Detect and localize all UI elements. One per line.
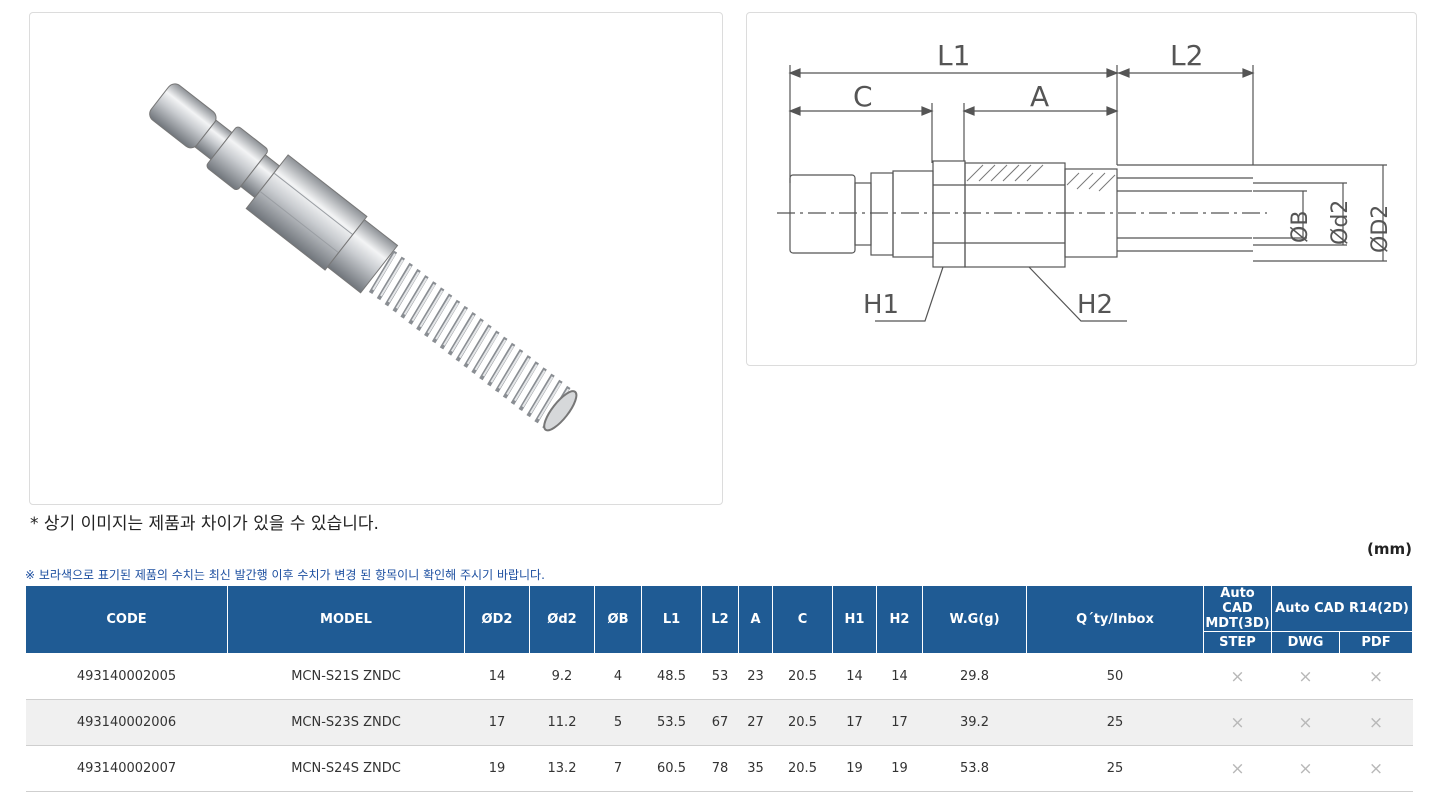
cell-wg: 53.8 [922,745,1027,792]
cell-qty: 25 [1026,745,1204,792]
cell-H1: 19 [832,745,877,792]
cell-d2: 11.2 [529,699,595,746]
cell-H2: 17 [876,699,923,746]
label-L1: L1 [937,39,970,72]
unit-label: (mm) [1367,540,1412,558]
download-dwg-cell[interactable]: × [1271,745,1340,792]
header-code: CODE [25,585,228,654]
download-pdf-cell[interactable]: × [1339,699,1413,746]
cell-B: 4 [594,653,642,700]
header-A: A [738,585,773,654]
header-D2: ØD2 [464,585,530,654]
header-dwg: DWG [1271,631,1340,654]
unavailable-x-icon[interactable]: × [1298,666,1313,687]
header-cad-3d: Auto CAD MDT(3D) [1203,585,1272,632]
cell-H1: 17 [832,699,877,746]
label-diameter-D2: ØD2 [1368,205,1393,253]
download-step-cell[interactable]: × [1203,653,1272,700]
cell-d2: 9.2 [529,653,595,700]
cell-L1: 48.5 [641,653,702,700]
header-C: C [772,585,833,654]
revision-notice: ※ 보라색으로 표기된 제품의 수치는 최신 발간행 이후 수치가 변경 된 항… [25,568,545,582]
header-pdf: PDF [1338,631,1414,654]
download-dwg-cell[interactable]: × [1271,699,1340,746]
cell-L1: 53.5 [641,699,702,746]
download-pdf-cell[interactable]: × [1339,745,1413,792]
header-B: ØB [594,585,642,654]
cell-H1: 14 [832,653,877,700]
unavailable-x-icon[interactable]: × [1368,666,1384,687]
product-photo-panel [29,12,723,505]
header-model: MODEL [227,585,465,654]
cell-C: 20.5 [772,745,833,792]
download-step-cell[interactable]: × [1203,745,1272,792]
cell-L2: 78 [701,745,739,792]
cell-H2: 14 [876,653,923,700]
header-cad-2d: Auto CAD R14(2D) [1270,585,1414,632]
download-pdf-cell[interactable]: × [1339,653,1413,700]
cell-D2: 14 [464,653,530,700]
spec-table: CODE MODEL ØD2 Ød2 ØB L1 L2 A C H1 H2 W.… [25,585,1414,792]
cell-d2: 13.2 [529,745,595,792]
download-dwg-cell[interactable]: × [1271,653,1340,700]
dimension-drawing: L1 L2 C A H1 H2 ØB Ød2 ØD2 [777,39,1393,322]
product-photo [149,83,578,432]
cell-A: 35 [738,745,773,792]
unavailable-x-icon[interactable]: × [1368,712,1384,733]
header-L1: L1 [641,585,702,654]
label-diameter-B: ØB [1288,211,1313,243]
cell-wg: 39.2 [922,699,1027,746]
cell-code: 493140002005 [25,653,228,700]
label-H2: H2 [1077,290,1113,320]
label-L2: L2 [1170,39,1203,72]
header-step: STEP [1203,631,1272,654]
unavailable-x-icon[interactable]: × [1230,666,1245,687]
cell-code: 493140002006 [25,699,228,746]
image-disclaimer: * 상기 이미지는 제품과 차이가 있을 수 있습니다. [30,514,379,534]
cell-L2: 67 [701,699,739,746]
label-diameter-d2: Ød2 [1328,200,1353,245]
label-H1: H1 [863,290,899,320]
cell-model: MCN-S21S ZNDC [227,653,465,700]
header-d2: Ød2 [529,585,595,654]
download-step-cell[interactable]: × [1203,699,1272,746]
unavailable-x-icon[interactable]: × [1230,758,1245,779]
header-H2: H2 [876,585,923,654]
cell-C: 20.5 [772,653,833,700]
cell-model: MCN-S24S ZNDC [227,745,465,792]
cell-D2: 19 [464,745,530,792]
unavailable-x-icon[interactable]: × [1368,758,1384,779]
cell-B: 5 [594,699,642,746]
cell-L1: 60.5 [641,745,702,792]
cell-model: MCN-S23S ZNDC [227,699,465,746]
label-A: A [1030,80,1049,113]
cell-H2: 19 [876,745,923,792]
cell-qty: 25 [1026,699,1204,746]
header-qty: Q´ty/Inbox [1026,585,1204,654]
header-L2: L2 [701,585,739,654]
header-cad-3d-line1: Auto CAD [1220,586,1255,616]
cell-qty: 50 [1026,653,1204,700]
dimension-drawing-panel: L1 L2 C A H1 H2 ØB Ød2 ØD2 [746,12,1417,366]
cell-B: 7 [594,745,642,792]
unavailable-x-icon[interactable]: × [1298,712,1313,733]
cell-A: 23 [738,653,773,700]
header-H1: H1 [832,585,877,654]
cell-wg: 29.8 [922,653,1027,700]
unavailable-x-icon[interactable]: × [1298,758,1313,779]
unavailable-x-icon[interactable]: × [1230,712,1245,733]
cell-C: 20.5 [772,699,833,746]
cell-D2: 17 [464,699,530,746]
label-C: C [853,80,873,113]
cell-code: 493140002007 [25,745,228,792]
header-cad-3d-line2: MDT(3D) [1205,616,1270,631]
cell-L2: 53 [701,653,739,700]
cell-A: 27 [738,699,773,746]
header-weight: W.G(g) [922,585,1027,654]
